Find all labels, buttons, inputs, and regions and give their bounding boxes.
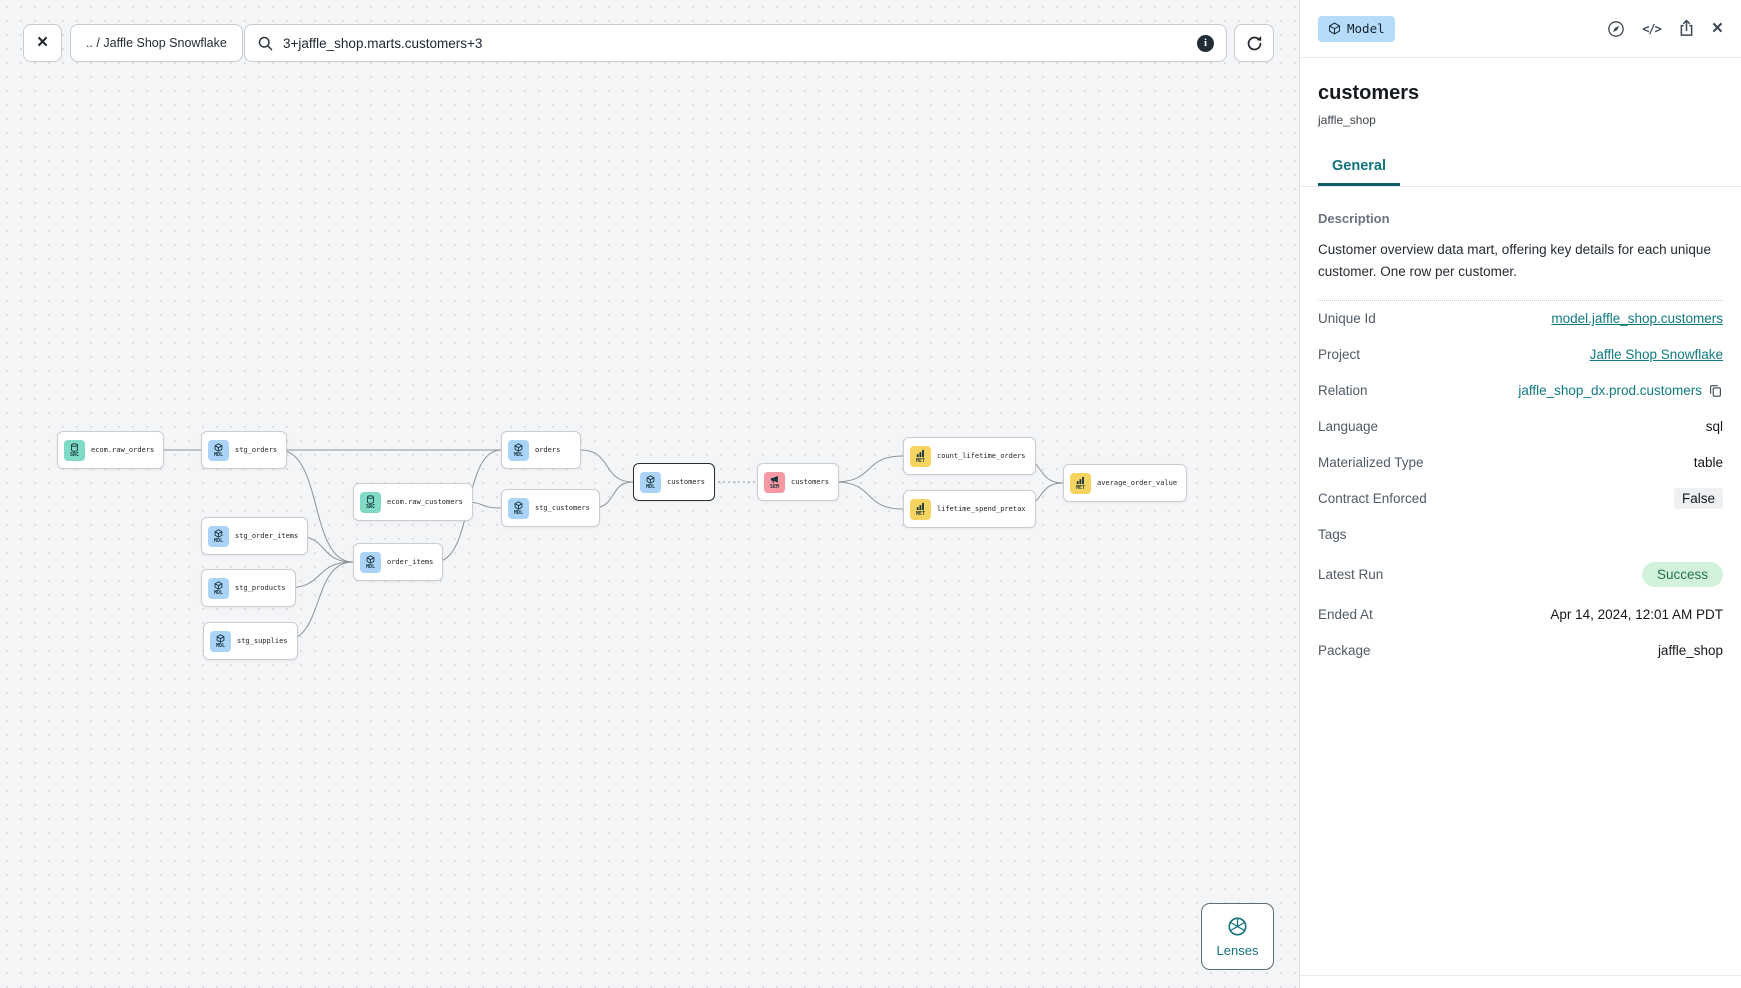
panel-body: customers jaffle_shop General Descriptio… bbox=[1300, 58, 1741, 975]
lenses-button[interactable]: Lenses bbox=[1201, 903, 1274, 970]
model-cube-icon bbox=[1328, 22, 1341, 35]
tab-general[interactable]: General bbox=[1318, 158, 1400, 186]
model-cube-icon: MDL bbox=[208, 439, 229, 461]
page-subtitle: jaffle_shop bbox=[1318, 113, 1376, 127]
model-cube-icon: MDL bbox=[508, 439, 529, 461]
panel-tabs: General bbox=[1300, 157, 1741, 187]
field-row-ended-at: Ended At Apr 14, 2024, 12:01 AM PDT bbox=[1318, 607, 1723, 623]
share-icon[interactable] bbox=[1677, 19, 1696, 38]
graph-node-count_lifetime_orders[interactable]: MET count_lifetime_orders bbox=[903, 437, 1036, 475]
lineage-search-box[interactable]: i bbox=[244, 24, 1227, 62]
relation-value: jaffle_shop_dx.prod.customers bbox=[1518, 383, 1702, 399]
graph-node-label: ecom.raw_orders bbox=[91, 446, 155, 454]
graph-node-label: average_order_value bbox=[1097, 479, 1178, 487]
panel-header: Model </> × bbox=[1300, 0, 1741, 58]
graph-node-label: order_items bbox=[387, 558, 434, 566]
model-cube-icon: MDL bbox=[210, 630, 231, 652]
language-value: sql bbox=[1705, 419, 1723, 435]
copy-icon[interactable] bbox=[1708, 383, 1723, 398]
field-row-contract-enforced: Contract Enforced False bbox=[1318, 481, 1723, 517]
field-row-tags: Tags bbox=[1318, 527, 1347, 543]
graph-node-raw_customers[interactable]: SRC ecom.raw_customers bbox=[353, 483, 473, 521]
graph-node-orders[interactable]: MDL orders bbox=[501, 431, 581, 469]
lineage-edge-stg_products-to-order_items bbox=[285, 561, 354, 589]
graph-node-customers_sem[interactable]: SEM customers bbox=[757, 463, 839, 501]
bar-chart-icon: MET bbox=[910, 498, 931, 520]
contract-enforced-chip: False bbox=[1673, 488, 1723, 510]
graph-node-stg_customers[interactable]: MDL stg_customers bbox=[501, 489, 600, 527]
bar-chart-icon: MET bbox=[1070, 472, 1091, 494]
lineage-edge-customers_sem-to-lifetime_spend_pretax bbox=[834, 481, 904, 510]
panel-close-icon[interactable]: × bbox=[1711, 17, 1723, 39]
details-panel: Model </> × customers jaffle_shop Genera… bbox=[1299, 0, 1741, 988]
model-cube-icon: MDL bbox=[640, 471, 661, 493]
panel-footer bbox=[1300, 975, 1741, 988]
graph-node-label: count_lifetime_orders bbox=[937, 452, 1026, 460]
explore-compass-icon[interactable] bbox=[1606, 19, 1626, 39]
lineage-edge-customers_sem-to-count_lifetime_orders bbox=[834, 455, 904, 483]
graph-node-label: customers bbox=[791, 478, 829, 486]
graph-node-label: stg_supplies bbox=[237, 637, 288, 645]
model-cube-icon: MDL bbox=[508, 497, 529, 519]
graph-node-lifetime_spend_pretax[interactable]: MET lifetime_spend_pretax bbox=[903, 490, 1036, 528]
graph-node-order_items[interactable]: MDL order_items bbox=[353, 543, 444, 581]
page-title: customers bbox=[1318, 82, 1420, 104]
ended-at-value: Apr 14, 2024, 12:01 AM PDT bbox=[1550, 607, 1723, 623]
graph-node-label: orders bbox=[535, 446, 561, 454]
field-row-package: Package jaffle_shop bbox=[1318, 643, 1723, 659]
search-input[interactable] bbox=[283, 35, 1188, 51]
package-value: jaffle_shop bbox=[1657, 643, 1723, 659]
lineage-edge-orders-to-customers bbox=[580, 449, 634, 483]
search-icon bbox=[257, 35, 274, 52]
unique-id-link[interactable]: model.jaffle_shop.customers bbox=[1551, 311, 1723, 327]
graph-node-average_order_value[interactable]: MET average_order_value bbox=[1063, 464, 1188, 502]
materialized-type-value: table bbox=[1693, 455, 1723, 471]
graph-node-raw_orders[interactable]: SRC ecom.raw_orders bbox=[57, 431, 165, 469]
graph-node-label: lifetime_spend_pretax bbox=[937, 505, 1026, 513]
info-icon[interactable]: i bbox=[1197, 34, 1214, 52]
code-icon[interactable]: </> bbox=[1642, 21, 1662, 36]
field-row-project: Project Jaffle Shop Snowflake bbox=[1318, 347, 1723, 363]
bar-chart-icon: MET bbox=[910, 445, 931, 467]
graph-node-label: stg_orders bbox=[235, 446, 278, 454]
lenses-label: Lenses bbox=[1216, 943, 1259, 958]
project-link[interactable]: Jaffle Shop Snowflake bbox=[1589, 347, 1723, 363]
description-text: Customer overview data mart, offering ke… bbox=[1318, 239, 1723, 301]
graph-node-customers[interactable]: MDL customers bbox=[633, 463, 715, 501]
field-row-relation: Relation jaffle_shop_dx.prod.customers bbox=[1318, 373, 1723, 409]
close-icon: × bbox=[36, 32, 49, 53]
field-row-latest-run: Latest Run Success bbox=[1318, 553, 1723, 597]
lenses-aperture-icon bbox=[1226, 915, 1249, 938]
graph-node-label: stg_order_items bbox=[235, 532, 299, 540]
description-label: Description bbox=[1318, 211, 1390, 226]
model-cube-icon: MDL bbox=[208, 577, 229, 599]
graph-node-label: customers bbox=[667, 478, 705, 486]
model-cube-icon: MDL bbox=[360, 551, 381, 573]
graph-node-label: ecom.raw_customers bbox=[387, 498, 463, 506]
breadcrumb[interactable]: .. / Jaffle Shop Snowflake bbox=[70, 24, 243, 62]
graph-node-label: stg_customers bbox=[535, 504, 590, 512]
graph-node-stg_orders[interactable]: MDL stg_orders bbox=[201, 431, 288, 469]
close-lineage-button[interactable]: × bbox=[23, 24, 62, 62]
database-icon: SRC bbox=[360, 491, 381, 513]
megaphone-icon: SEM bbox=[764, 471, 785, 493]
graph-node-stg_supplies[interactable]: MDL stg_supplies bbox=[203, 622, 298, 660]
graph-node-label: stg_products bbox=[235, 584, 286, 592]
resource-type-badge: Model bbox=[1318, 15, 1395, 42]
refresh-icon bbox=[1245, 34, 1264, 53]
field-row-language: Language sql bbox=[1318, 419, 1723, 435]
model-cube-icon: MDL bbox=[208, 525, 229, 547]
database-icon: SRC bbox=[64, 439, 85, 461]
status-badge: Success bbox=[1641, 562, 1723, 588]
field-row-unique-id: Unique Id model.jaffle_shop.customers bbox=[1318, 311, 1723, 327]
graph-node-stg_products[interactable]: MDL stg_products bbox=[201, 569, 296, 607]
refresh-button[interactable] bbox=[1234, 24, 1274, 62]
field-row-materialized-type: Materialized Type table bbox=[1318, 455, 1723, 471]
lineage-edge-stg_orders-to-order_items bbox=[278, 449, 354, 563]
graph-node-stg_order_items[interactable]: MDL stg_order_items bbox=[201, 517, 309, 555]
